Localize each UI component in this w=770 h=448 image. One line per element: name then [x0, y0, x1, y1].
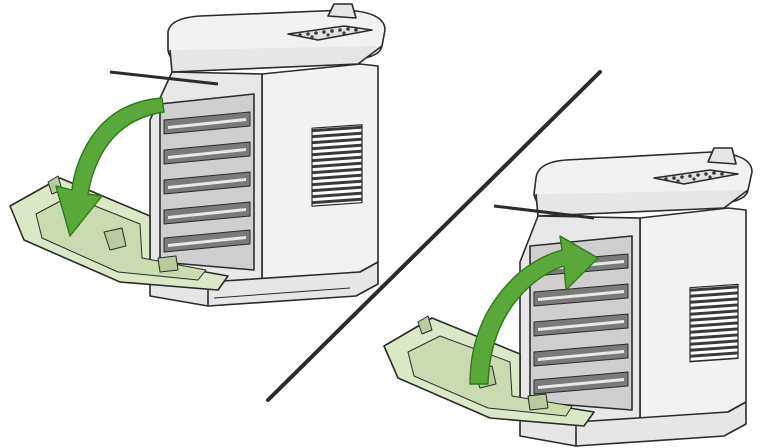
vent-grille-right — [689, 283, 739, 363]
down-arrow — [55, 97, 165, 237]
support-rod-left — [109, 70, 219, 86]
printer-left — [9, 3, 386, 307]
printer-right — [383, 147, 753, 447]
panel-divider — [266, 70, 602, 402]
drum-highlights-left — [168, 118, 246, 247]
tray-left — [149, 261, 379, 307]
support-rod-right — [493, 204, 595, 220]
control-panel-left — [287, 25, 373, 41]
lid-tab-left — [327, 3, 357, 19]
up-arrow — [469, 235, 599, 385]
scanner-base-left — [169, 45, 383, 73]
control-panel-right — [653, 169, 739, 185]
vent-grille-left — [311, 124, 363, 207]
drum-highlights-right — [538, 260, 624, 389]
scanner-base-right — [535, 189, 749, 217]
tray-line-left — [213, 287, 351, 299]
lid-tab-right — [707, 147, 737, 165]
panel-buttons-left — [298, 27, 358, 39]
panel-buttons-right — [664, 171, 724, 183]
